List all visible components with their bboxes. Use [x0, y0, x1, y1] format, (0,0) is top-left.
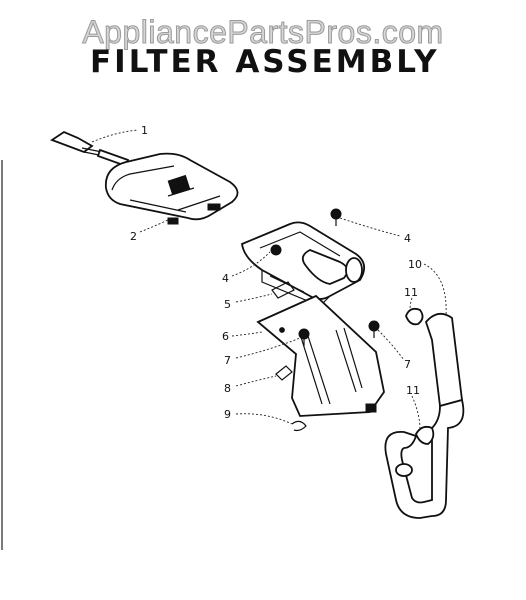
- leader-5: [235, 293, 273, 303]
- callout-1: 1: [141, 124, 148, 137]
- callout-7-right: 7: [404, 358, 411, 371]
- part-7-screw-left: [298, 328, 310, 346]
- callout-8: 8: [224, 382, 231, 395]
- leader-2: [139, 217, 173, 233]
- leader-11-upper: [409, 297, 413, 311]
- callout-2: 2: [130, 230, 137, 243]
- callout-4-lower: 4: [222, 272, 229, 285]
- leader-11-lower: [411, 395, 421, 431]
- part-4-screw-upper: [330, 208, 342, 226]
- leader-9: [235, 413, 293, 425]
- leader-10: [423, 263, 447, 317]
- leader-7-right: [377, 329, 405, 361]
- callout-11-lower: 11: [406, 384, 420, 397]
- leader-8: [235, 375, 277, 387]
- part-6-bracket: [256, 294, 385, 417]
- part-9-clip: [291, 420, 307, 432]
- watermark: AppliancePartsPros.com: [82, 14, 444, 51]
- part-2-filter-cartridge: [104, 152, 239, 225]
- part-5-clip: [271, 281, 295, 299]
- callout-4-upper: 4: [404, 232, 411, 245]
- filter-head-housing: [241, 221, 366, 307]
- callout-10: 10: [408, 258, 422, 271]
- part-11-clamp-upper: [405, 307, 424, 326]
- leader-1: [91, 129, 139, 143]
- leader-7-left: [235, 337, 301, 359]
- callout-11-upper: 11: [404, 286, 418, 299]
- diagram-title: FILTER ASSEMBLY: [90, 44, 440, 80]
- callout-9: 9: [224, 408, 231, 421]
- part-1-handle: [50, 130, 130, 168]
- leader-4-lower: [231, 251, 271, 277]
- leader-4-upper: [339, 217, 401, 237]
- part-11-clamp-lower: [414, 425, 435, 445]
- callout-5: 5: [224, 298, 231, 311]
- part-10-tubing: [384, 312, 465, 519]
- callout-6: 6: [222, 330, 229, 343]
- callout-7-left: 7: [224, 354, 231, 367]
- leader-6: [231, 331, 263, 337]
- part-8-fitting: [275, 365, 293, 381]
- part-7-screw-right: [368, 320, 380, 338]
